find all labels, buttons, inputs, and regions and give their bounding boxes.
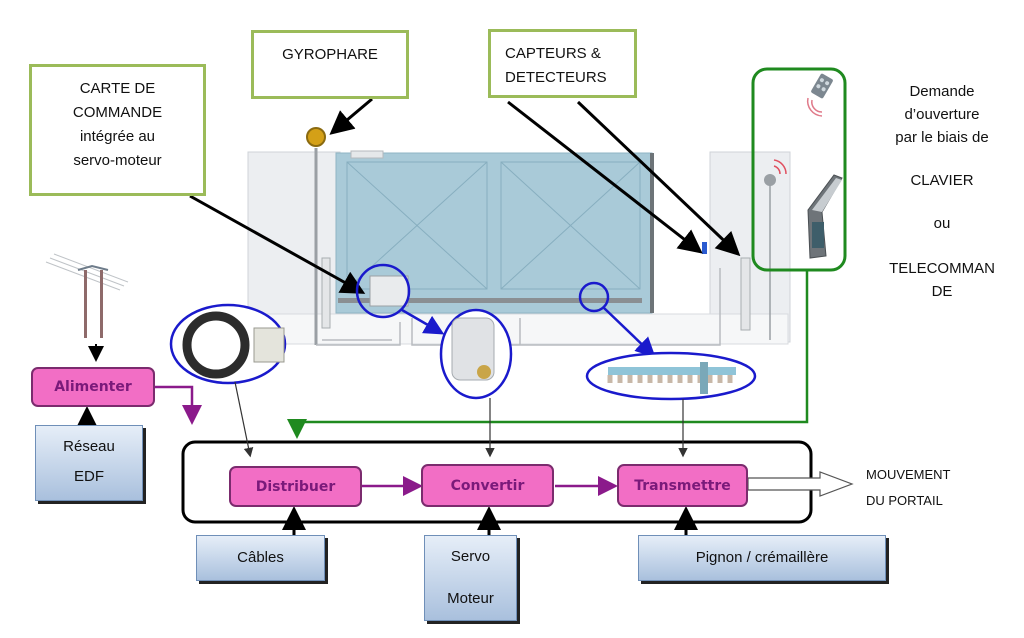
function-label: Convertir <box>450 477 525 494</box>
pinion-shaft <box>700 362 708 394</box>
gate-edge <box>650 153 654 313</box>
callout-capteurs: CAPTEURS & DETECTEURS <box>488 29 637 98</box>
callout-carte-de-commande: CARTE DE COMMANDE intégrée au servo-mote… <box>29 64 206 196</box>
resource-line: EDF <box>74 468 104 485</box>
function-label: Transmettre <box>634 477 731 494</box>
ground-strip <box>247 313 789 345</box>
resource-line: Servo <box>450 548 491 565</box>
rack-rail <box>338 298 642 303</box>
callout-line: servo-moteur <box>73 152 162 169</box>
terminal-block <box>253 327 285 363</box>
power-pylon-icon <box>45 253 129 338</box>
output-line: MOUVEMENT <box>866 467 951 482</box>
link-cables-distribuer <box>234 381 254 458</box>
note-line: par le biais de <box>895 129 989 146</box>
output-line: DU PORTAIL <box>866 493 943 508</box>
callout-line: DETECTEURS <box>505 69 607 86</box>
note-line: d’ouverture <box>904 106 980 123</box>
rack-bar <box>608 367 736 375</box>
function-convertir: Convertir <box>421 464 554 507</box>
resource-line: Réseau <box>63 438 115 455</box>
gyrophare-lamp <box>306 127 326 147</box>
function-label: Alimenter <box>54 379 132 395</box>
callout-line: COMMANDE <box>72 104 163 121</box>
servo-motor-gear <box>477 365 491 379</box>
note-line: Demande <box>909 83 975 100</box>
highlight-rack <box>578 281 610 313</box>
command-group-box <box>751 67 847 272</box>
servo-motor-body <box>451 317 495 381</box>
photocell-post-right <box>740 257 751 331</box>
rack-teeth <box>607 375 733 383</box>
callout-line: CARTE DE <box>79 80 156 97</box>
power-flow-arrow <box>155 385 202 425</box>
callout-line: CAPTEURS & <box>505 45 601 62</box>
callout-arrow-carte <box>189 194 366 294</box>
opening-request-note: Demande d’ouverture par le biais de CLAV… <box>872 80 1012 303</box>
radio-waves-icon <box>806 97 823 117</box>
resource-pignon-cremaillere: Pignon / crémaillère <box>638 535 886 581</box>
callout-arrow-capteur-2 <box>576 100 741 257</box>
wiring <box>316 268 721 346</box>
resource-line: Câbles <box>237 549 284 566</box>
note-line: CLAVIER <box>910 172 974 189</box>
callout-line: GYROPHARE <box>282 46 378 63</box>
gate-top-bar <box>350 150 384 159</box>
antenna-head <box>764 174 776 186</box>
callout-arrow-gyrophare <box>329 97 373 135</box>
command-line <box>287 270 809 439</box>
cable-coil <box>182 311 250 379</box>
resource-cables: Câbles <box>196 535 325 581</box>
highlight-arrow-rack <box>603 307 656 358</box>
function-transmettre: Transmettre <box>617 464 748 507</box>
highlight-carte <box>355 263 411 319</box>
note-line: ou <box>933 215 951 232</box>
callout-arrow-capteur-1 <box>507 100 703 254</box>
remote-control-icon <box>811 73 833 99</box>
resource-line: Pignon / crémaillère <box>695 549 829 566</box>
motor-on-gate <box>369 275 409 307</box>
resource-line: Moteur <box>447 590 494 607</box>
callout-line: intégrée au <box>79 128 156 145</box>
gate-cross <box>500 161 641 290</box>
output-arrow <box>747 471 854 497</box>
keypad-icon <box>807 174 843 259</box>
radio-waves-icon <box>773 159 787 175</box>
resource-reseau-edf: Réseau EDF <box>35 425 143 501</box>
highlight-arrow-motor <box>401 308 445 335</box>
gate-frame-right <box>500 161 641 290</box>
function-alimenter: Alimenter <box>31 367 155 407</box>
function-distribuer: Distribuer <box>229 466 362 507</box>
note-line: TELECOMMAN <box>889 260 995 277</box>
callout-gyrophare: GYROPHARE <box>251 30 409 99</box>
function-label: Distribuer <box>255 478 336 495</box>
gate-frame-left <box>346 161 488 290</box>
sensor-blue <box>702 242 707 254</box>
output-label: MOUVEMENT DU PORTAIL <box>866 462 986 514</box>
photocell-post-left <box>321 257 331 329</box>
note-line: DE <box>931 283 953 300</box>
resource-servo-moteur: Servo Moteur <box>424 535 517 621</box>
